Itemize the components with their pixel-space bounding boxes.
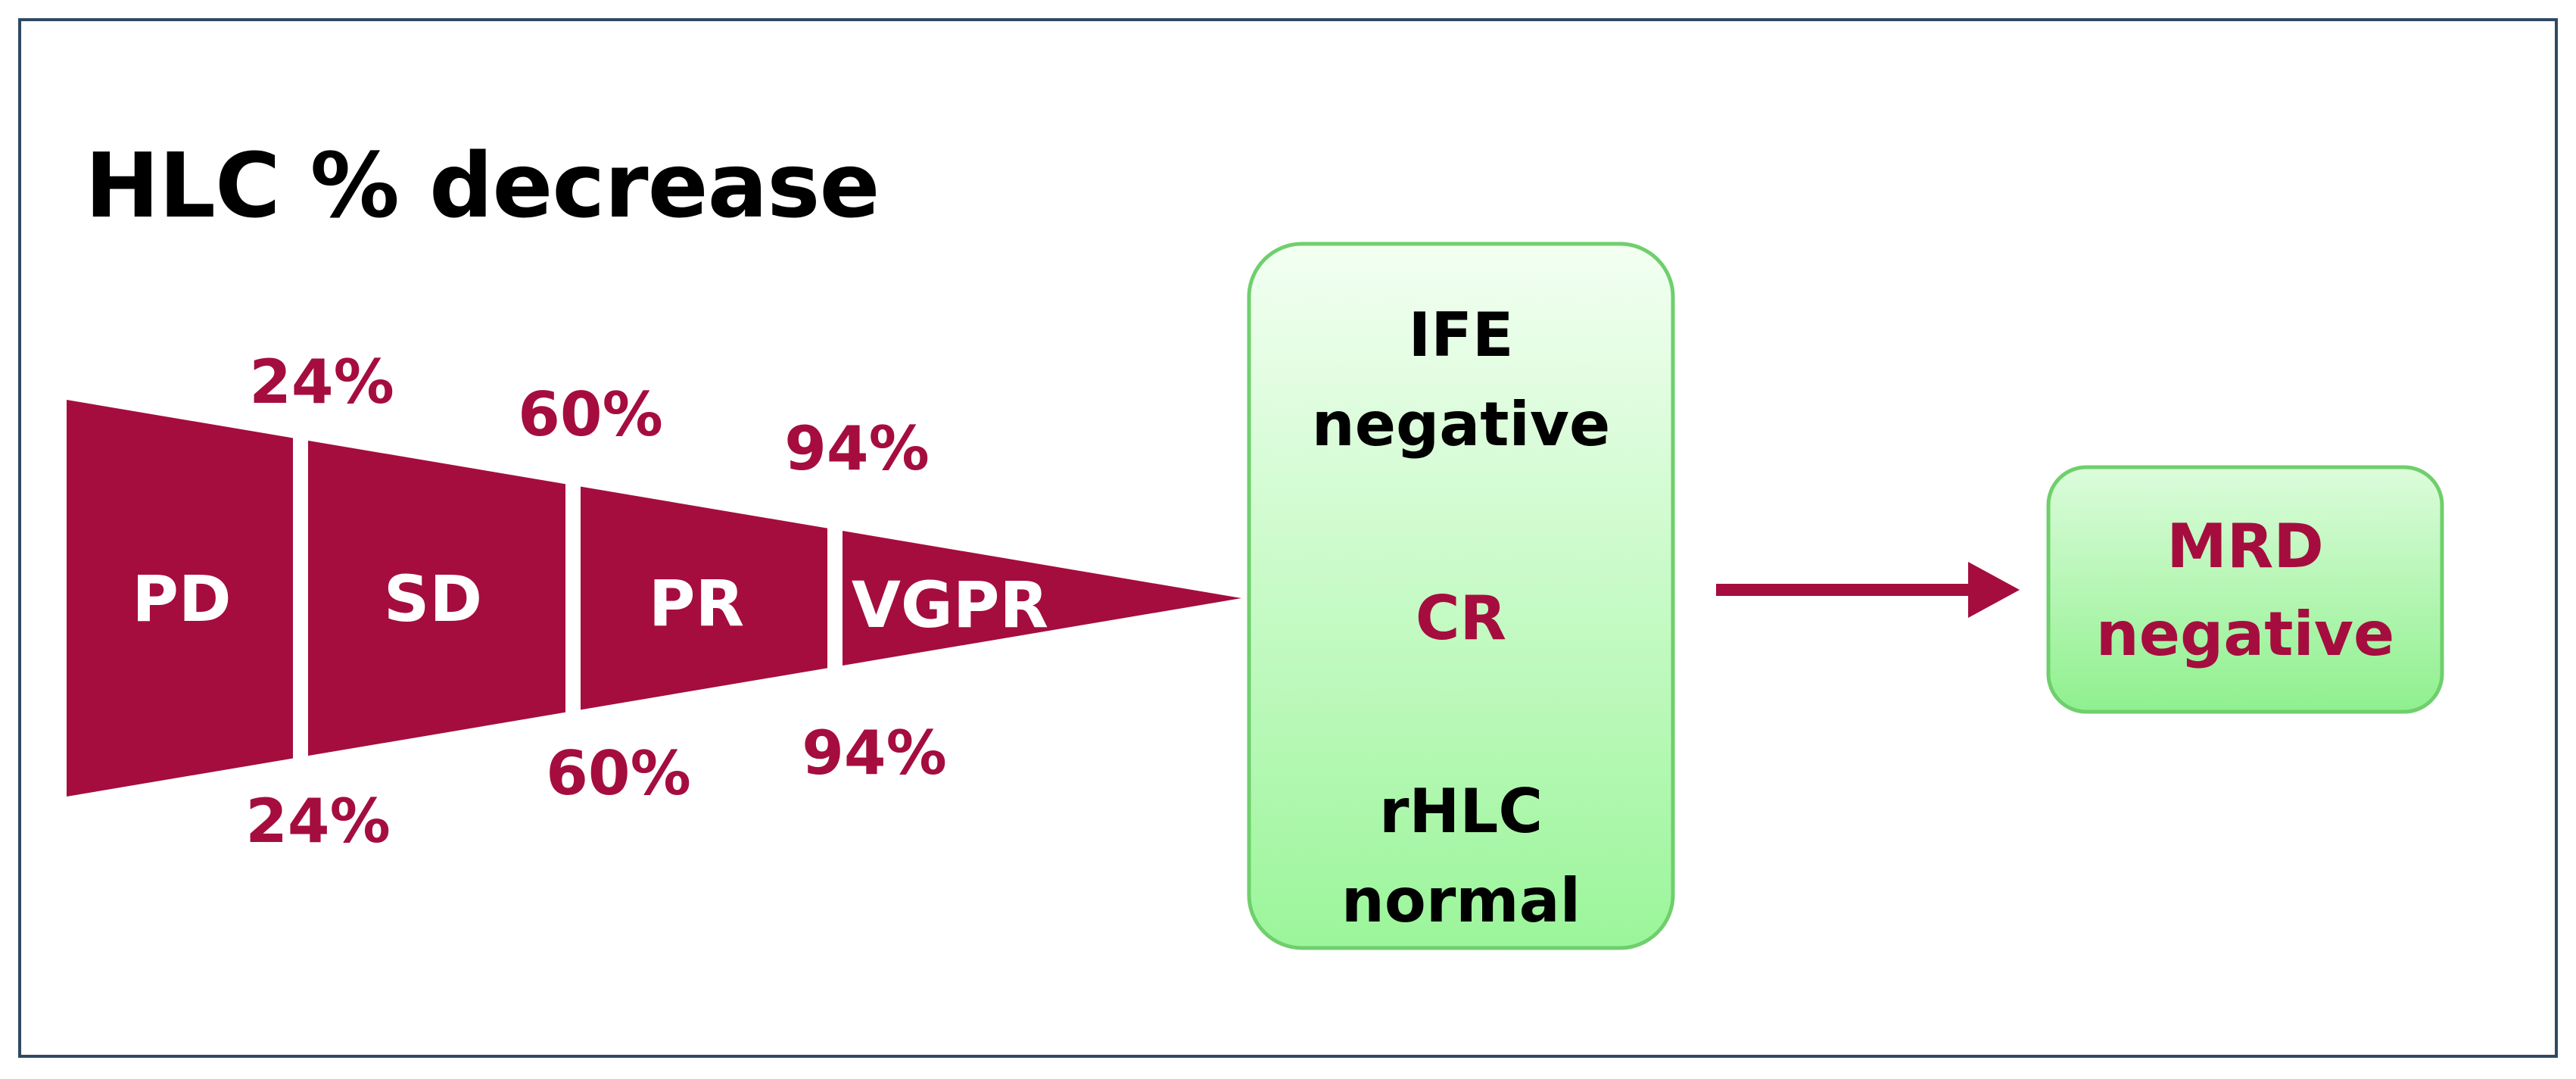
mrd-box-negative: negative: [2096, 599, 2395, 669]
cr-box: [1247, 242, 1675, 950]
arrow-head-icon: [1968, 562, 2020, 618]
mrd-box: [2046, 465, 2444, 714]
mrd-box-mrd: MRD: [2166, 511, 2324, 582]
funnel-divider-3: [827, 528, 843, 669]
funnel-wedge: [67, 400, 1241, 797]
threshold-bottom-24: 24%: [245, 786, 390, 856]
segment-label-pr: PR: [649, 566, 744, 641]
cr-box-cr-label: CR: [1416, 583, 1506, 653]
funnel-divider-1: [293, 438, 308, 759]
segment-label-pd: PD: [132, 562, 231, 636]
cr-box-rhlc-normal: normal: [1341, 865, 1581, 936]
diagram-title: HLC % decrease: [85, 133, 880, 238]
threshold-top-94: 94%: [784, 413, 929, 484]
cr-box-ife-negative: negative: [1312, 389, 1611, 460]
threshold-top-60: 60%: [518, 379, 662, 450]
threshold-bottom-60: 60%: [546, 738, 690, 809]
threshold-top-24: 24%: [249, 347, 394, 417]
segment-label-sd: SD: [384, 562, 482, 636]
segment-label-vgpr: VGPR: [852, 568, 1048, 642]
threshold-bottom-94: 94%: [802, 718, 946, 788]
cr-box-rhlc: rHLC: [1379, 776, 1543, 847]
funnel-divider-2: [565, 483, 581, 713]
cr-box-ife: IFE: [1408, 300, 1513, 370]
